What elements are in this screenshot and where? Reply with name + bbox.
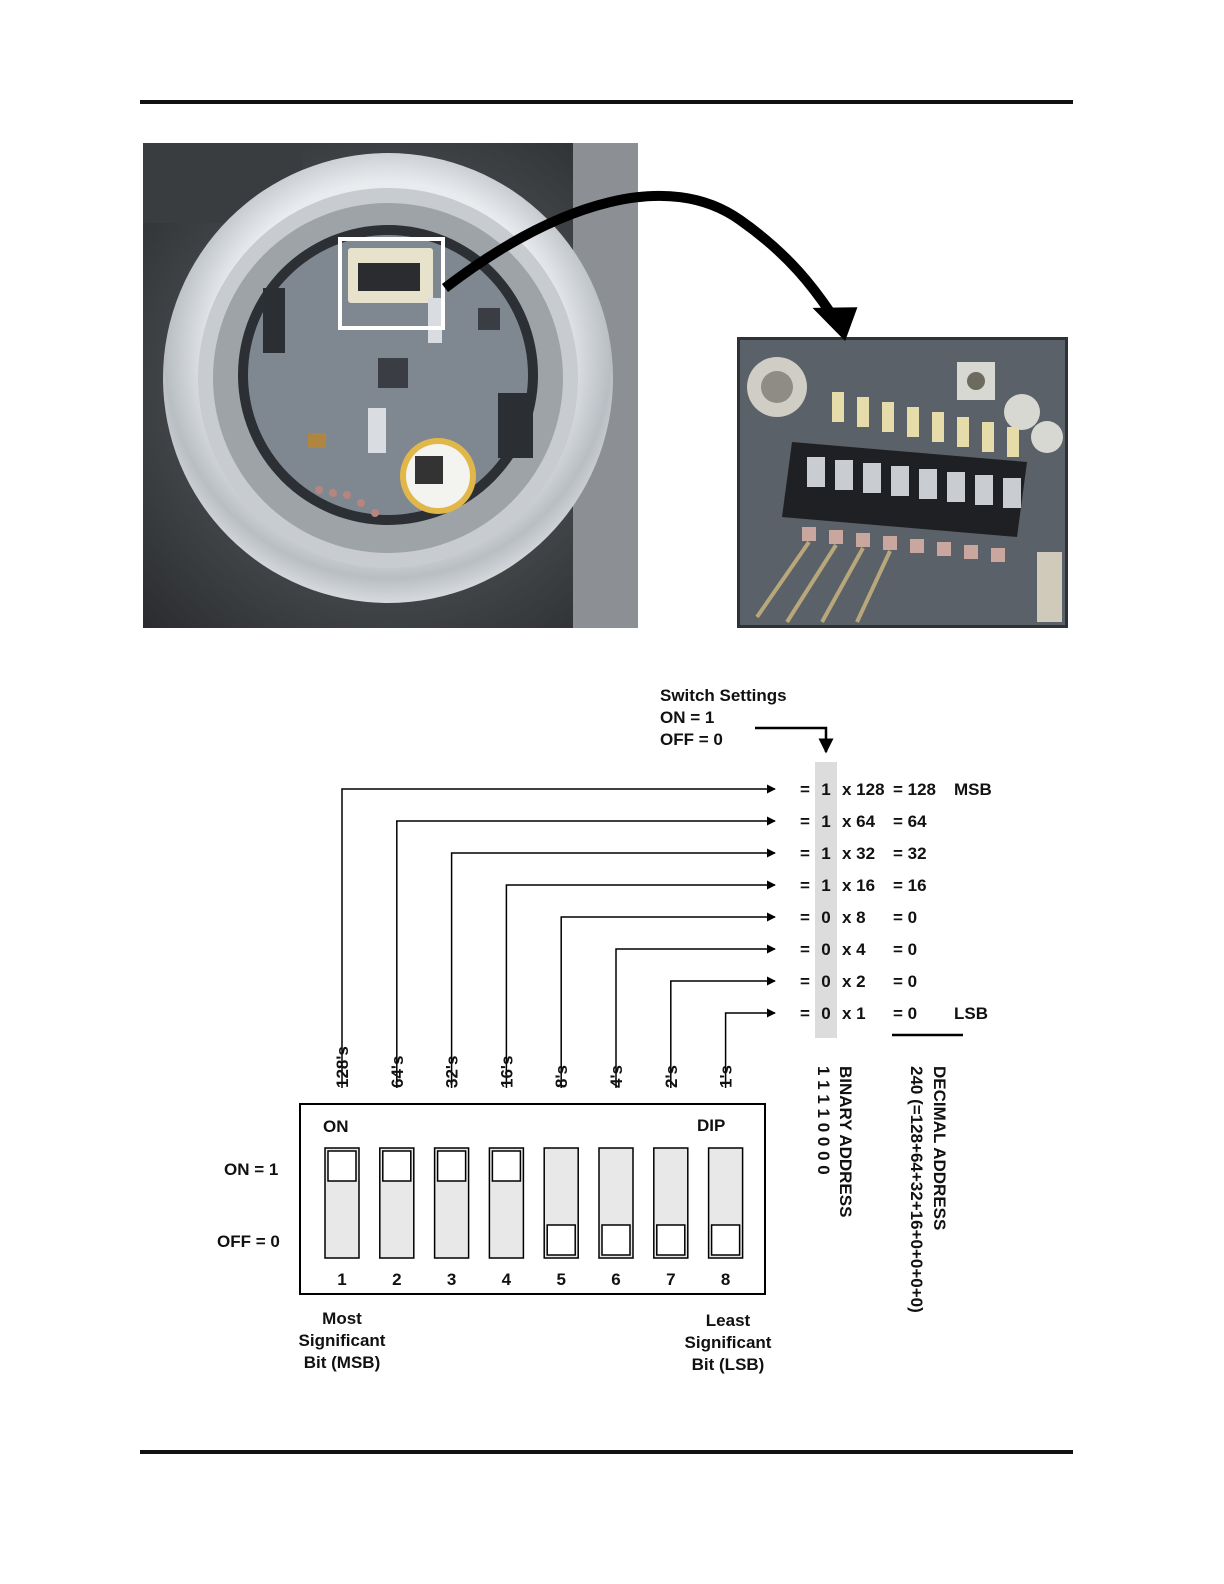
switch-position-number: 2	[392, 1270, 401, 1289]
bit-leader-line	[560, 912, 776, 1088]
row-multiplier: x 1	[842, 1004, 866, 1023]
dip-knob-off	[710, 1224, 741, 1256]
row-equals: =	[800, 780, 810, 799]
row-switch-value: 0	[821, 972, 830, 991]
bit-leader-line	[450, 848, 776, 1088]
bit-weight-label: 32's	[443, 1056, 462, 1088]
row-switch-value: 0	[821, 940, 830, 959]
dip-switch-body	[299, 1103, 766, 1295]
row-result: = 16	[893, 876, 927, 895]
lsb-caption-2: Significant	[685, 1333, 772, 1352]
dip-on-text: ON	[323, 1117, 349, 1136]
bit-leader-line	[615, 944, 776, 1088]
row-result: = 64	[893, 812, 927, 831]
binary-address-title: BINARY ADDRESS	[836, 1066, 855, 1217]
row-result: = 32	[893, 844, 927, 863]
bit-weight-label: 8's	[552, 1065, 571, 1088]
row-equals: =	[800, 908, 810, 927]
row-multiplier: x 32	[842, 844, 875, 863]
dip-switch-closeup-photo	[737, 337, 1068, 628]
pcb-photo	[143, 143, 638, 628]
lsb-caption-3: Bit (LSB)	[692, 1355, 765, 1374]
decimal-address-title: DECIMAL ADDRESS	[930, 1066, 949, 1230]
row-multiplier: x 16	[842, 876, 875, 895]
row-equals: =	[800, 876, 810, 895]
row-bit-tag: MSB	[954, 780, 992, 799]
bit-weight-label: 1's	[717, 1065, 736, 1088]
bit-weight-label: 128's	[333, 1046, 352, 1088]
row-result: = 128	[893, 780, 936, 799]
side-on-label: ON = 1	[224, 1160, 278, 1179]
msb-caption-2: Significant	[299, 1331, 386, 1350]
switch-position-number: 3	[447, 1270, 456, 1289]
bit-leader-line	[724, 1008, 776, 1088]
dip-switch-address-diagram: Switch Settings ON = 1 OFF = 0 ON DIP ON…	[217, 686, 992, 1374]
bit-leader-line	[396, 816, 776, 1088]
row-multiplier: x 8	[842, 908, 866, 927]
header-rule	[140, 100, 1073, 104]
row-switch-value: 1	[821, 844, 830, 863]
switch-position-number: 8	[721, 1270, 730, 1289]
dip-knob-on	[382, 1150, 412, 1182]
switch-position-number: 4	[502, 1270, 512, 1289]
row-multiplier: x 2	[842, 972, 866, 991]
binary-address-value: 1 1 1 1 0 0 0 0	[814, 1066, 833, 1175]
bit-weight-label: 64's	[388, 1056, 407, 1088]
row-equals: =	[800, 1004, 810, 1023]
bit-leader-line	[505, 880, 776, 1088]
dip-knob-off	[656, 1224, 686, 1256]
settings-arrow	[755, 726, 834, 754]
footer-rule	[140, 1450, 1073, 1454]
dip-knob-on	[436, 1150, 467, 1182]
bit-weight-label: 2's	[662, 1065, 681, 1088]
row-result: = 0	[893, 972, 917, 991]
row-equals: =	[800, 940, 810, 959]
switch-position-number: 1	[337, 1270, 346, 1289]
row-switch-value: 0	[821, 1004, 830, 1023]
dip-knob-off	[601, 1224, 631, 1256]
bit-leader-line	[670, 976, 776, 1088]
dip-text: DIP	[697, 1116, 725, 1135]
zoom-arrow	[441, 190, 858, 342]
row-equals: =	[800, 972, 810, 991]
row-switch-value: 1	[821, 780, 830, 799]
lsb-caption-1: Least	[706, 1311, 751, 1330]
row-equals: =	[800, 844, 810, 863]
switch-position-number: 6	[611, 1270, 620, 1289]
msb-caption-1: Most	[322, 1309, 362, 1328]
row-multiplier: x 64	[842, 812, 876, 831]
row-switch-value: 1	[821, 876, 830, 895]
switch-position-number: 7	[666, 1270, 675, 1289]
row-bit-tag: LSB	[954, 1004, 988, 1023]
row-equals: =	[800, 812, 810, 831]
side-off-label: OFF = 0	[217, 1232, 280, 1251]
bit-weight-label: 4's	[607, 1065, 626, 1088]
bit-leader-line	[341, 784, 776, 1088]
row-result: = 0	[893, 908, 917, 927]
row-multiplier: x 128	[842, 780, 885, 799]
row-result: = 0	[893, 940, 917, 959]
switch-position-number: 5	[556, 1270, 565, 1289]
dip-knob-on	[491, 1150, 522, 1182]
msb-caption-3: Bit (MSB)	[304, 1353, 380, 1372]
dip-knob-off	[546, 1224, 576, 1256]
row-result: = 0	[893, 1004, 917, 1023]
switch-settings-on: ON = 1	[660, 708, 714, 727]
decimal-address-value: 240 (=128+64+32+16+0+0+0+0)	[907, 1066, 926, 1313]
row-multiplier: x 4	[842, 940, 866, 959]
switch-settings-off: OFF = 0	[660, 730, 723, 749]
row-switch-value: 1	[821, 812, 830, 831]
switch-value-column	[815, 762, 837, 1038]
row-switch-value: 0	[821, 908, 830, 927]
switch-settings-title: Switch Settings	[660, 686, 787, 705]
bit-weight-label: 16's	[497, 1056, 516, 1088]
dip-knob-on	[327, 1150, 357, 1182]
